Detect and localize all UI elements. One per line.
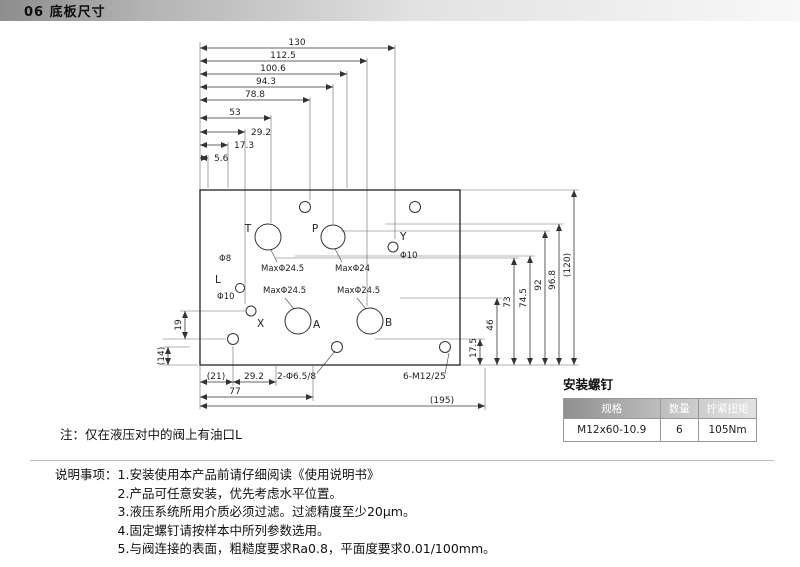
dim-label: 46 xyxy=(486,319,496,331)
mounting-screw-block: 安装螺钉 规格 数量 拧紧扭矩 M12x60-10.9 6 105Nm xyxy=(563,374,757,442)
base-plate-drawing: 130 112.5 100.6 94.3 78.8 53 29.2 17.3 5… xyxy=(157,38,579,410)
dim-label: 53 xyxy=(229,108,240,118)
notes-list: 1.安装使用本产品前请仔细阅读《使用说明书》 2.产品可任意安装，优先考虑水平位… xyxy=(118,466,496,559)
note-item-5: 5.与阀连接的表面，粗糙度要求Ra0.8，平面度要求0.01/100mm。 xyxy=(117,541,496,557)
screw-table: 规格 数量 拧紧扭矩 M12x60-10.9 6 105Nm xyxy=(563,398,757,442)
port-a-circle xyxy=(284,307,312,335)
screw-table-title: 安装螺钉 xyxy=(563,377,614,392)
dim-label: 112.5 xyxy=(270,51,296,61)
port-labels: T P Y L X A B xyxy=(215,223,407,331)
plate-outline xyxy=(199,189,461,366)
dim-label: 17.3 xyxy=(234,141,254,151)
phi10-y-label: Φ10 xyxy=(400,251,418,261)
cell-quantity: 6 xyxy=(659,418,700,442)
pin-holes-label: 2-Φ6.5/8 xyxy=(277,372,316,382)
section-header: 06 底板尺寸 xyxy=(0,0,800,21)
dim-label: 73 xyxy=(503,296,513,307)
dim-label: 77 xyxy=(229,387,240,397)
max-diameter-t-label: MaxΦ24.5 xyxy=(261,264,304,274)
mount-holes-label: 6-M12/25 xyxy=(403,372,446,382)
note-item-3: 3.液压系统所用介质必须过滤。过滤精度至少20μm。 xyxy=(117,504,416,520)
dim-label: 100.6 xyxy=(260,64,286,74)
mount-hole xyxy=(299,201,311,213)
dimension-lines xyxy=(165,45,577,409)
port-p-label: P xyxy=(312,223,318,235)
dim-label: 130 xyxy=(288,38,305,48)
phi8-label: Φ8 xyxy=(219,254,231,264)
column-torque: 拧紧扭矩 xyxy=(698,398,757,419)
port-x-circle xyxy=(245,305,257,317)
port-y-label: Y xyxy=(399,231,407,243)
dim-label: 92 xyxy=(534,279,544,290)
mount-hole xyxy=(331,341,343,353)
top-dimension-labels: 130 112.5 100.6 94.3 78.8 53 29.2 17.3 5… xyxy=(214,38,306,164)
port-b-label: B xyxy=(385,317,392,329)
note-item-4: 4.固定螺钉请按样本中所列参数选用。 xyxy=(117,522,330,538)
leader-lines xyxy=(270,248,450,375)
section-title: 06 底板尺寸 xyxy=(24,5,106,20)
dim-label: 29.2 xyxy=(244,372,264,382)
port-y-circle xyxy=(387,241,399,253)
note-item-2: 2.产品可任意安装，优先考虑水平位置。 xyxy=(117,485,342,501)
ports-and-holes xyxy=(227,201,451,353)
dim-label: 74.5 xyxy=(519,288,529,308)
port-l-circle xyxy=(235,283,245,293)
dim-label: 5.6 xyxy=(214,154,229,164)
mount-hole xyxy=(409,201,421,213)
dim-label: (120) xyxy=(563,253,573,277)
port-l-label: L xyxy=(215,274,221,286)
max-diameter-a-label: MaxΦ24.5 xyxy=(263,286,306,296)
left-dimension-labels: 19 (14) xyxy=(157,319,184,365)
dim-label: 29.2 xyxy=(251,128,271,138)
dim-label: 78.8 xyxy=(245,90,265,100)
dim-label: (21) xyxy=(207,372,225,382)
extension-lines xyxy=(163,42,579,410)
divider xyxy=(30,460,774,461)
technical-drawing: 130 112.5 100.6 94.3 78.8 53 29.2 17.3 5… xyxy=(145,30,595,455)
column-spec: 规格 xyxy=(563,398,661,419)
max-diameter-b-label: MaxΦ24.5 xyxy=(337,286,380,296)
port-t-circle xyxy=(254,223,282,251)
note-item-1: 1.安装使用本产品前请仔细阅读《使用说明书》 xyxy=(117,467,380,482)
screw-table-header-row: 规格 数量 拧紧扭矩 xyxy=(563,398,757,419)
column-quantity: 数量 xyxy=(659,398,700,419)
diameter-labels: Φ10 Φ8 Φ10 MaxΦ24.5 MaxΦ24 MaxΦ24.5 MaxΦ… xyxy=(217,251,418,302)
screw-table-row: M12x60-10.9 6 105Nm xyxy=(563,418,757,442)
port-b-circle xyxy=(356,307,384,335)
notes-label: 说明事项： xyxy=(55,467,118,482)
notes-section: 说明事项： 1.安装使用本产品前请仔细阅读《使用说明书》 2.产品可任意安装，优… xyxy=(55,466,496,559)
right-dimension-labels: 17.5 46 73 74.5 92 96.8 (120) xyxy=(469,253,573,358)
dim-label: 94.3 xyxy=(256,77,276,87)
mount-hole xyxy=(439,341,451,353)
dim-label: (195) xyxy=(430,396,454,406)
drawing-note: 注：仅在液压对中的阀上有油口L xyxy=(60,427,242,442)
dim-label: (14) xyxy=(157,347,167,365)
cell-spec: M12x60-10.9 xyxy=(563,418,661,442)
bottom-dimension-labels: (21) 29.2 2-Φ6.5/8 77 (195) 6-M12/25 xyxy=(207,372,454,406)
port-x-label: X xyxy=(257,318,264,330)
phi10-l-label: Φ10 xyxy=(217,292,235,302)
mount-hole xyxy=(227,333,239,345)
port-t-label: T xyxy=(244,223,252,235)
dim-label: 19 xyxy=(174,319,184,331)
port-p-circle xyxy=(320,224,346,250)
max-diameter-p-label: MaxΦ24 xyxy=(335,264,370,274)
port-a-label: A xyxy=(313,319,321,331)
dim-label: 96.8 xyxy=(548,270,558,290)
dim-label: 17.5 xyxy=(469,338,479,358)
cell-torque: 105Nm xyxy=(698,418,757,442)
